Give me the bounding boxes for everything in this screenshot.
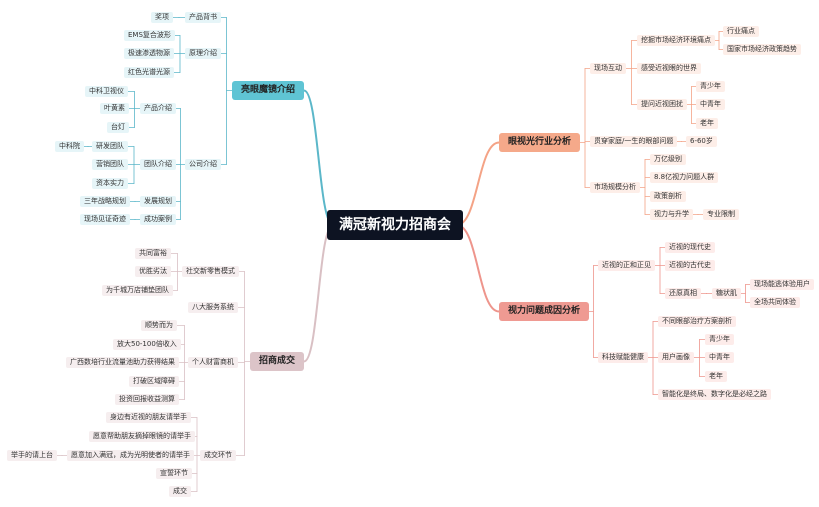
node-common-prosperity[interactable]: 共同富裕	[135, 248, 171, 259]
node-deal-done[interactable]: 成交	[169, 486, 191, 497]
node-cas[interactable]: 中科院	[55, 141, 84, 152]
node-company[interactable]: 公司介绍	[185, 159, 221, 170]
node-user-persona[interactable]: 用户画像	[658, 352, 694, 363]
node-products[interactable]: 产品介绍	[140, 103, 176, 114]
node-persona-elderly[interactable]: 老年	[705, 371, 727, 382]
node-marketing-team[interactable]: 营销团队	[92, 159, 128, 170]
node-raise-hand-friends[interactable]: 身边有近视的朋友请举手	[106, 412, 191, 423]
node-tech-health[interactable]: 科技赋能健康	[598, 352, 648, 363]
node-age-range[interactable]: 6-60岁	[686, 136, 717, 147]
node-product-2[interactable]: 叶黄素	[100, 103, 129, 114]
node-major-limits[interactable]: 专业限制	[703, 209, 739, 220]
node-red-light[interactable]: 红色光谱光源	[124, 67, 174, 78]
node-lifelong-eye[interactable]: 贯穿家庭/一生的眼部问题	[590, 136, 678, 147]
node-middle-aged[interactable]: 中青年	[696, 99, 725, 110]
node-award[interactable]: 奖项	[151, 12, 173, 23]
node-digital-intelligence[interactable]: 智能化是终局、数字化是必经之路	[658, 389, 771, 400]
node-ancient-history[interactable]: 近视的古代史	[665, 260, 715, 271]
node-myopia-knowledge[interactable]: 近视的正和正见	[598, 260, 655, 271]
node-capital[interactable]: 资本实力	[92, 178, 128, 189]
node-truth[interactable]: 还原真相	[665, 288, 701, 299]
node-market-pain[interactable]: 挖掘市场经济环境痛点	[637, 35, 715, 46]
node-live-miracle[interactable]: 现场见证奇迹	[80, 214, 130, 225]
node-development-plan[interactable]: 发展规划	[140, 196, 176, 207]
node-policy-analysis[interactable]: 政策剖析	[650, 191, 686, 202]
node-team[interactable]: 团队介绍	[140, 159, 176, 170]
node-treatment-plans[interactable]: 不同眼部治疗方案剖析	[658, 316, 736, 327]
node-myopia-world[interactable]: 感受近视眼的世界	[637, 63, 701, 74]
node-three-year-plan[interactable]: 三年战略规划	[80, 196, 130, 207]
branch-industry-analysis[interactable]: 眼视光行业分析	[499, 133, 581, 152]
node-myopia-questions[interactable]: 提问近视困扰	[637, 99, 687, 110]
node-industry-pain[interactable]: 行业痛点	[723, 26, 759, 37]
node-survival-fittest[interactable]: 优胜劣汰	[135, 266, 171, 277]
node-all-experience[interactable]: 全场共同体验	[750, 297, 800, 308]
node-vision-school[interactable]: 视力与升学	[650, 209, 693, 220]
main-connector	[303, 224, 334, 363]
node-product-3[interactable]: 台灯	[107, 122, 129, 133]
node-success-cases[interactable]: 成功案例	[140, 214, 176, 225]
node-persona-teen[interactable]: 青少年	[705, 334, 734, 345]
node-wealth-opportunity[interactable]: 个人财富商机	[188, 357, 238, 368]
node-income-multiply[interactable]: 放大50-100倍收入	[113, 339, 181, 350]
node-880m[interactable]: 8.8亿视力问题人群	[650, 172, 719, 183]
node-raise-hand-help[interactable]: 愿意帮助朋友摘掉眼镜的请举手	[89, 431, 195, 442]
center-topic[interactable]: 满冠新视力招商会	[327, 210, 463, 240]
node-roi-calc[interactable]: 投资回报收益测算	[115, 394, 179, 405]
node-experience-users[interactable]: 现场能逃体验用户	[750, 279, 814, 290]
node-modern-history[interactable]: 近视的现代史	[665, 242, 715, 253]
node-elderly[interactable]: 老年	[696, 118, 718, 129]
node-traffic-pool[interactable]: 广西数培行业流量池助力获得结果	[66, 357, 179, 368]
branch-cause-analysis[interactable]: 视力问题成因分析	[499, 302, 590, 321]
node-rd-team[interactable]: 研发团队	[92, 141, 128, 152]
node-ems[interactable]: EMS复合波形	[124, 30, 175, 41]
node-live-interaction[interactable]: 现场互动	[590, 63, 626, 74]
node-trillion[interactable]: 万亿级别	[650, 154, 686, 165]
node-come-on-stage[interactable]: 举手的请上台	[7, 450, 57, 461]
node-national-policy[interactable]: 国家市场经济政策趋势	[723, 44, 801, 55]
node-break-barriers[interactable]: 打破区域障碍	[129, 376, 179, 387]
node-fast-penetration[interactable]: 极速渗透物源	[124, 48, 174, 59]
node-persona-middle[interactable]: 中青年	[705, 352, 734, 363]
branch-magic-mirror[interactable]: 亮眼魔镜介绍	[232, 81, 305, 100]
node-oath[interactable]: 宣誓环节	[156, 468, 192, 479]
node-raise-hand-join[interactable]: 愿意加入满冠，成为光明使者的请举手	[67, 450, 194, 461]
branch-investment-deal[interactable]: 招商成交	[250, 352, 305, 371]
main-connector	[456, 224, 500, 313]
node-thousand-stores[interactable]: 为千城万店铺垫团队	[102, 285, 173, 296]
node-market-size[interactable]: 市场规模分析	[590, 182, 640, 193]
node-ciliary[interactable]: 糖状肌	[712, 288, 741, 299]
main-connector	[456, 141, 500, 226]
node-eight-systems[interactable]: 八大服务系统	[188, 302, 238, 313]
node-product-endorsement[interactable]: 产品背书	[185, 12, 221, 23]
node-product-1[interactable]: 中科卫视仪	[85, 86, 128, 97]
node-closing-stage[interactable]: 成交环节	[200, 450, 236, 461]
node-social-retail[interactable]: 社交新零售模式	[182, 266, 239, 277]
node-principle[interactable]: 原理介绍	[185, 48, 221, 59]
main-connector	[303, 89, 334, 226]
node-teenager[interactable]: 青少年	[696, 81, 725, 92]
node-follow-trend[interactable]: 顺势而为	[141, 320, 177, 331]
